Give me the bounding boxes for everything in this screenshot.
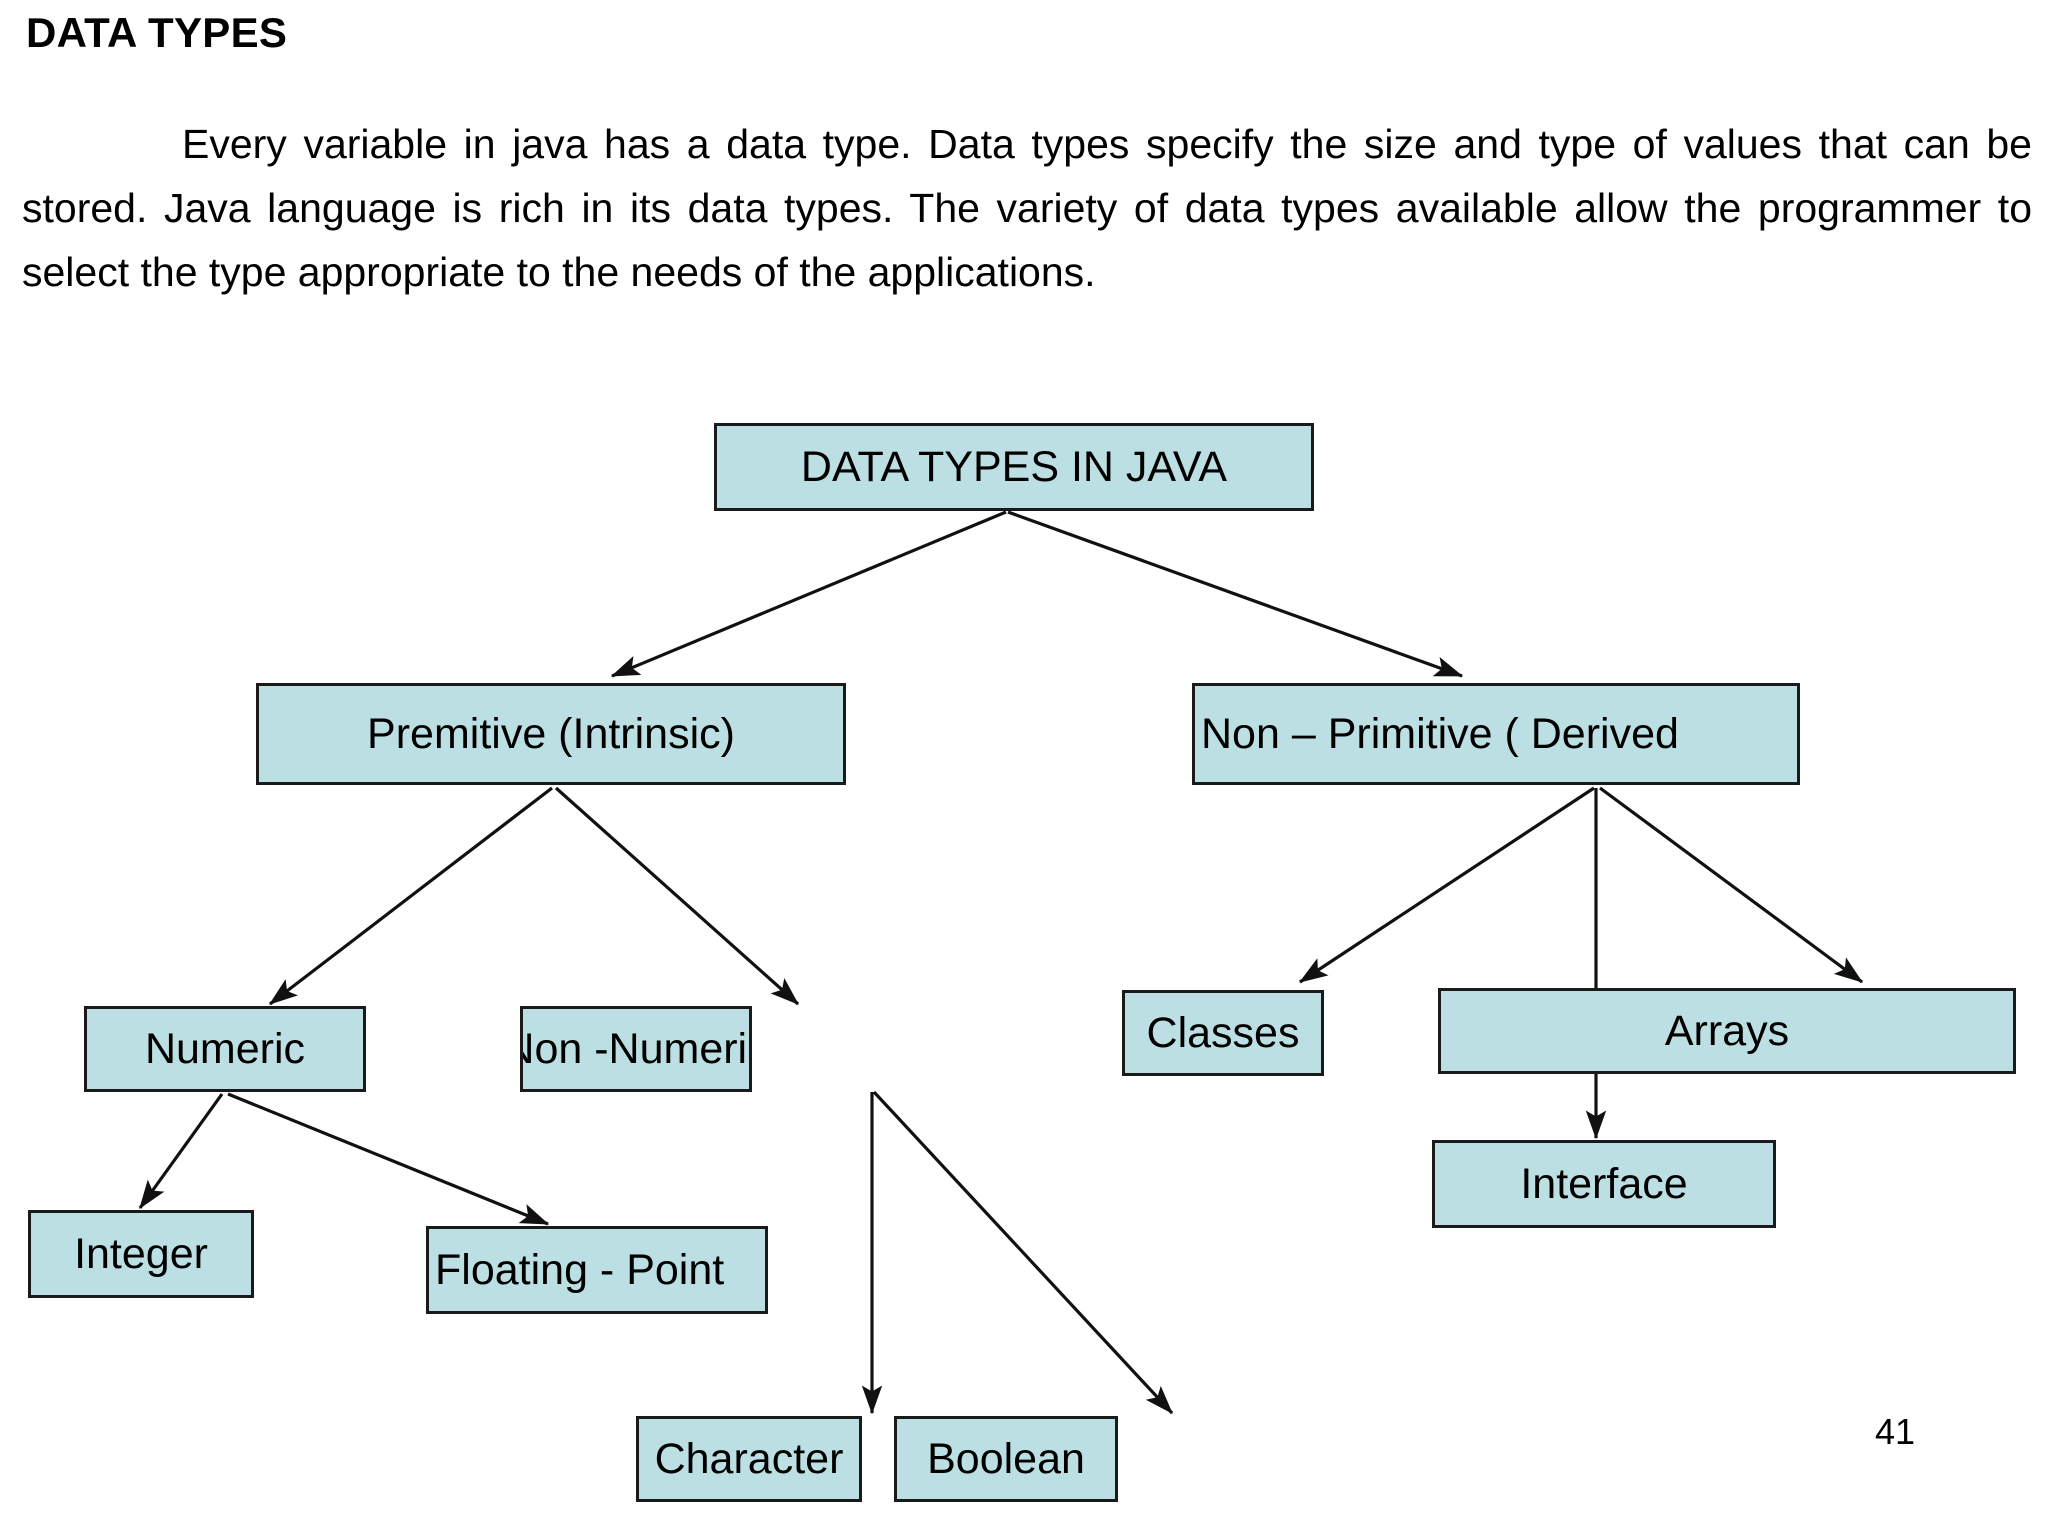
node-non-primitive-label: Non – Primitive ( Derived bbox=[1201, 709, 1679, 758]
node-floating-point-label: Floating - Point bbox=[435, 1245, 725, 1294]
node-root[interactable]: DATA TYPES IN JAVA bbox=[714, 423, 1314, 511]
edge-primitive-to-nonnumeric bbox=[554, 786, 800, 1006]
node-floating-point[interactable]: Floating - Point bbox=[426, 1226, 768, 1314]
node-integer[interactable]: Integer bbox=[28, 1210, 254, 1298]
node-primitive[interactable]: Premitive (Intrinsic) bbox=[256, 683, 846, 785]
node-boolean-label: Boolean bbox=[927, 1434, 1085, 1483]
node-non-primitive[interactable]: Non – Primitive ( Derived bbox=[1192, 683, 1800, 785]
edge-primitive-to-numeric bbox=[268, 786, 553, 1006]
node-classes-label: Classes bbox=[1146, 1008, 1300, 1057]
node-interface-label: Interface bbox=[1520, 1159, 1688, 1208]
body-paragraph: Every variable in java has a data type. … bbox=[22, 121, 2032, 295]
edge-numeric-to-floatingpoint bbox=[227, 1092, 550, 1226]
node-character-label: Character bbox=[654, 1434, 844, 1483]
node-arrays-label: Arrays bbox=[1664, 1006, 1790, 1055]
node-integer-label: Integer bbox=[74, 1229, 208, 1278]
node-primitive-label: Premitive (Intrinsic) bbox=[367, 709, 735, 758]
node-classes[interactable]: Classes bbox=[1122, 990, 1324, 1076]
edge-numeric-to-integer bbox=[138, 1093, 224, 1210]
node-non-numeric[interactable]: Non -Numeric bbox=[520, 1006, 752, 1092]
edge-root-to-primitive bbox=[610, 510, 1007, 678]
edge-nonprimitive-to-arrays bbox=[1599, 786, 1864, 984]
edge-nonnumeric-to-boolean bbox=[872, 1090, 1174, 1415]
node-root-label: DATA TYPES IN JAVA bbox=[800, 442, 1228, 491]
node-non-numeric-label: Non -Numeric bbox=[523, 1024, 752, 1073]
node-boolean[interactable]: Boolean bbox=[894, 1416, 1118, 1502]
node-character[interactable]: Character bbox=[636, 1416, 862, 1502]
page-number: 41 bbox=[1875, 1411, 1916, 1452]
node-numeric[interactable]: Numeric bbox=[84, 1006, 366, 1092]
node-interface[interactable]: Interface bbox=[1432, 1140, 1776, 1228]
edge-nonprimitive-to-classes bbox=[1298, 786, 1595, 984]
node-numeric-label: Numeric bbox=[144, 1024, 306, 1073]
node-arrays[interactable]: Arrays bbox=[1438, 988, 2016, 1074]
edge-root-to-nonprimitive bbox=[1007, 510, 1464, 678]
page-title: DATA TYPES bbox=[26, 9, 288, 56]
